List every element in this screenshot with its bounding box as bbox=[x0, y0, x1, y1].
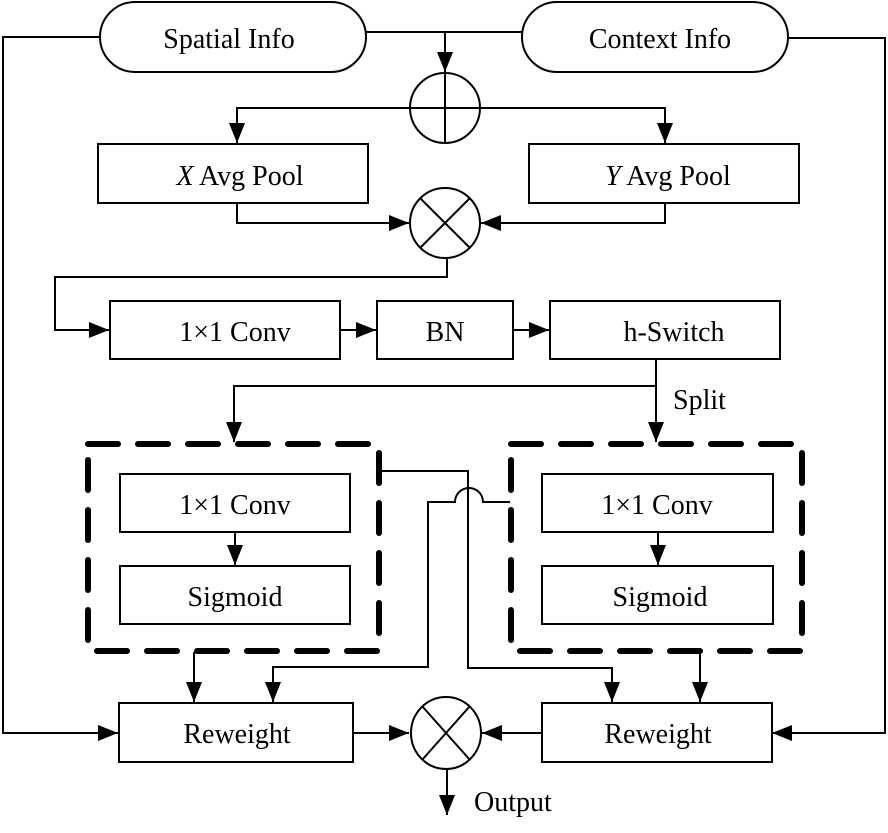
left-branch-sigmoid-node: Sigmoid bbox=[119, 565, 351, 625]
conv-label: 1×1 Conv bbox=[179, 317, 290, 348]
right-branch-sigmoid-node: Sigmoid bbox=[541, 565, 774, 625]
left-branch-sigmoid-label: Sigmoid bbox=[188, 582, 283, 613]
wire-spatial-skip bbox=[2, 36, 118, 741]
x-pool-label: Avg Pool bbox=[194, 161, 304, 192]
conv-node: 1×1 Conv bbox=[109, 300, 341, 360]
wire-sum-to-ypool bbox=[480, 107, 673, 143]
reweight-left-node: Reweight bbox=[118, 702, 354, 763]
y-avg-pool-node: Y Avg Pool bbox=[528, 143, 800, 204]
right-branch-conv-node: 1×1 Conv bbox=[541, 473, 774, 533]
reweight-left-label: Reweight bbox=[183, 719, 291, 750]
sum-operator-icon bbox=[409, 72, 481, 144]
y-pool-label: Avg Pool bbox=[621, 161, 731, 192]
bn-label: BN bbox=[426, 317, 465, 348]
wire-left-branch-to-right-reweight bbox=[380, 470, 620, 702]
svg-text:Y Avg Pool: Y Avg Pool bbox=[605, 161, 731, 192]
output-label: Output bbox=[474, 787, 552, 818]
reweight-right-label: Reweight bbox=[604, 719, 712, 750]
left-branch-conv-label: 1×1 Conv bbox=[179, 490, 290, 521]
right-branch-sigmoid-label: Sigmoid bbox=[613, 582, 708, 613]
wire-right-branch-to-left-reweight bbox=[265, 487, 510, 702]
h-switch-node: h-Switch bbox=[549, 300, 781, 360]
split-label: Split bbox=[673, 385, 726, 416]
h-switch-label: h-Switch bbox=[623, 317, 724, 348]
wire-mult-to-conv bbox=[54, 259, 448, 338]
multiply-operator-top-icon bbox=[409, 187, 481, 259]
bn-node: BN bbox=[376, 300, 514, 360]
spatial-info-label: Spatial Info bbox=[163, 24, 294, 55]
spatial-info-node: Spatial Info bbox=[99, 1, 367, 73]
wire-context-skip bbox=[772, 37, 886, 741]
wire-split-left bbox=[226, 385, 656, 442]
reweight-right-node: Reweight bbox=[541, 702, 773, 763]
context-info-node: Context Info bbox=[521, 1, 789, 73]
svg-text:X Avg Pool: X Avg Pool bbox=[175, 161, 303, 192]
wire-ypool-to-mult bbox=[481, 203, 666, 231]
y-pool-variable: Y bbox=[605, 161, 624, 192]
right-branch-conv-label: 1×1 Conv bbox=[601, 490, 712, 521]
multiply-operator-bottom-icon bbox=[410, 696, 482, 770]
x-avg-pool-node: X Avg Pool bbox=[97, 143, 369, 204]
left-branch-conv-node: 1×1 Conv bbox=[119, 473, 351, 533]
wire-xpool-to-mult bbox=[236, 203, 409, 231]
x-pool-variable: X bbox=[175, 161, 194, 192]
wire-sum-to-xpool bbox=[229, 107, 410, 143]
wire-spatial-to-sum bbox=[366, 31, 453, 72]
context-info-label: Context Info bbox=[589, 24, 731, 55]
